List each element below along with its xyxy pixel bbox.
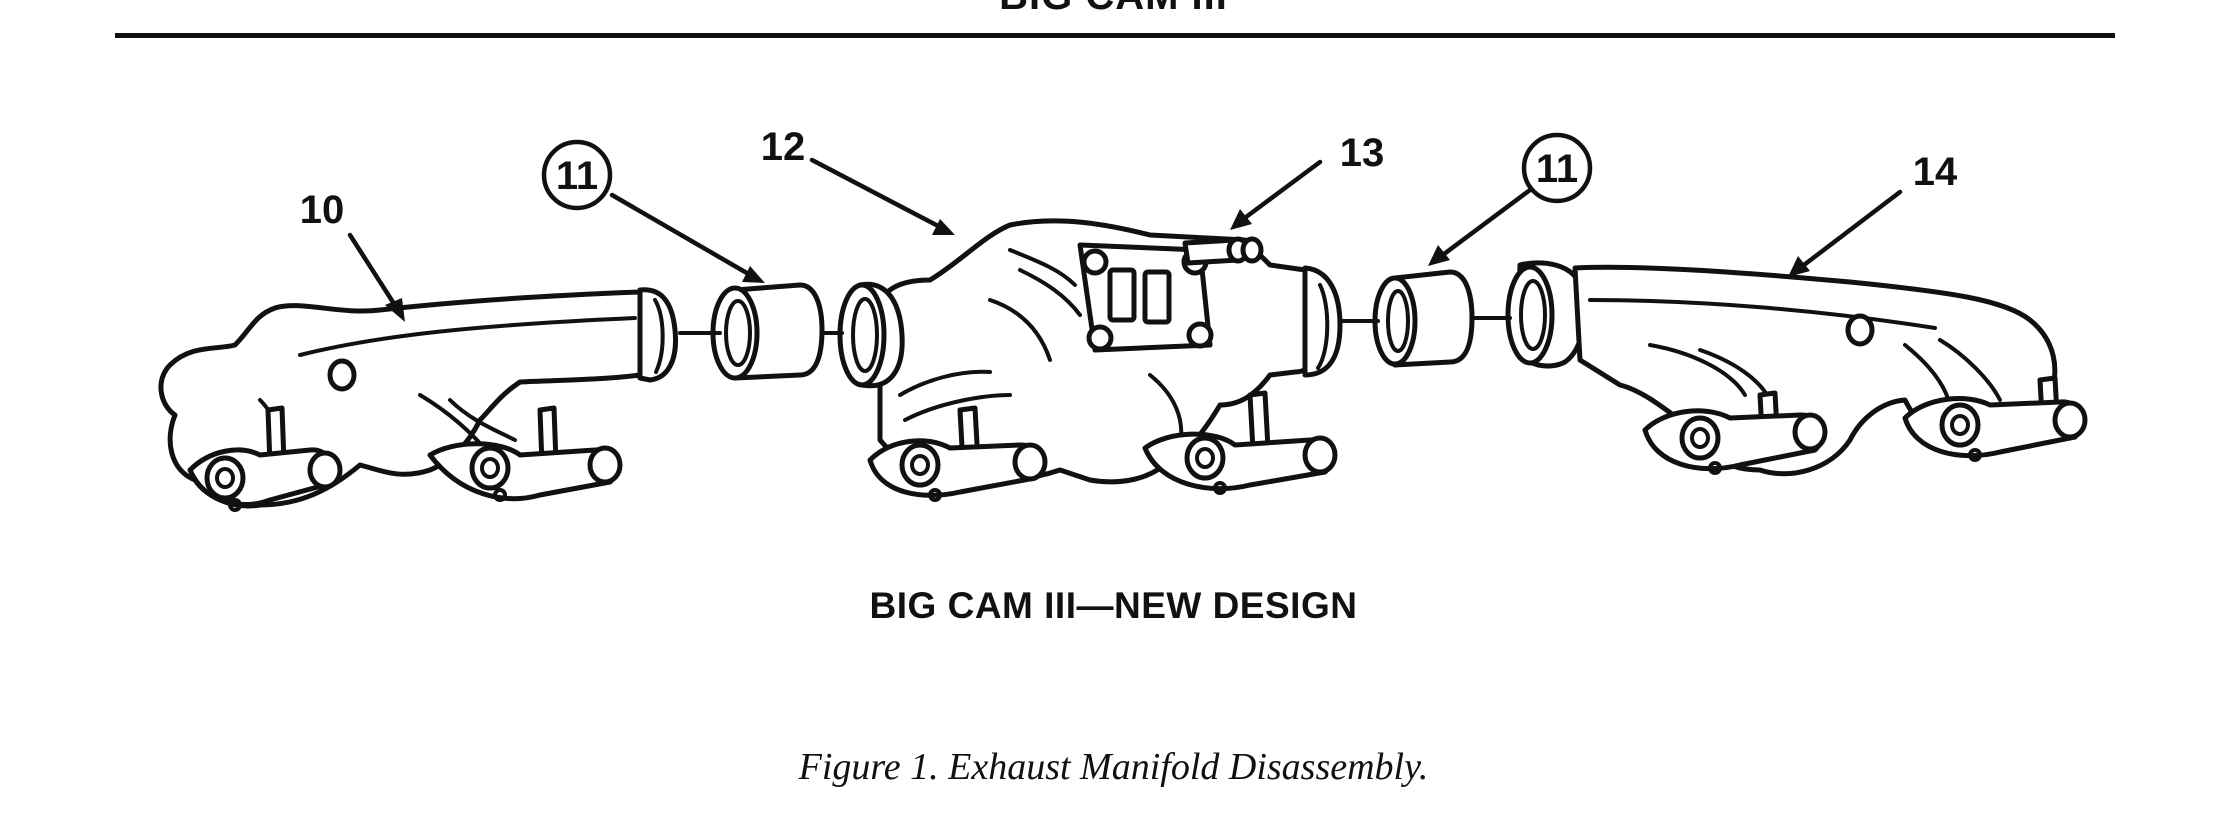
manifold-port bbox=[1642, 408, 1828, 475]
figure-caption: Figure 1. Exhaust Manifold Disassembly. bbox=[798, 746, 1429, 788]
stud-part-13 bbox=[1182, 236, 1264, 266]
callout-labels: 10 11 12 13 11 14 bbox=[300, 125, 1958, 232]
manifold-port bbox=[187, 447, 343, 512]
sleeve-part-11-left bbox=[710, 282, 825, 381]
center-manifold-part-12 bbox=[837, 218, 1343, 502]
drain-hole-icon bbox=[1845, 313, 1875, 347]
callout-12: 12 bbox=[761, 125, 806, 169]
manifold-port bbox=[427, 441, 623, 502]
callout-circle-icon bbox=[1521, 132, 1593, 204]
header-rule bbox=[115, 33, 2115, 38]
leader-lines bbox=[347, 157, 1903, 322]
manifold-port bbox=[867, 438, 1048, 502]
callout-13: 13 bbox=[1340, 131, 1385, 175]
left-manifold-part-10 bbox=[158, 287, 679, 512]
manifold-port bbox=[1142, 431, 1338, 495]
assembly-centerlines bbox=[678, 316, 1512, 335]
right-manifold-part-14 bbox=[1505, 260, 2088, 477]
drain-hole-icon bbox=[327, 358, 357, 392]
manifold-port bbox=[1902, 396, 2088, 462]
callout-11-left: 11 bbox=[556, 154, 598, 198]
sleeve-part-11-right bbox=[1372, 269, 1475, 368]
callout-14: 14 bbox=[1913, 150, 1958, 194]
callout-circle-icon bbox=[541, 139, 613, 211]
callout-11-right: 11 bbox=[1536, 147, 1578, 191]
diagram-subtitle: BIG CAM III—NEW DESIGN bbox=[869, 585, 1358, 626]
running-header: BIG CAM III bbox=[0, 0, 2227, 19]
callout-10: 10 bbox=[300, 188, 345, 232]
